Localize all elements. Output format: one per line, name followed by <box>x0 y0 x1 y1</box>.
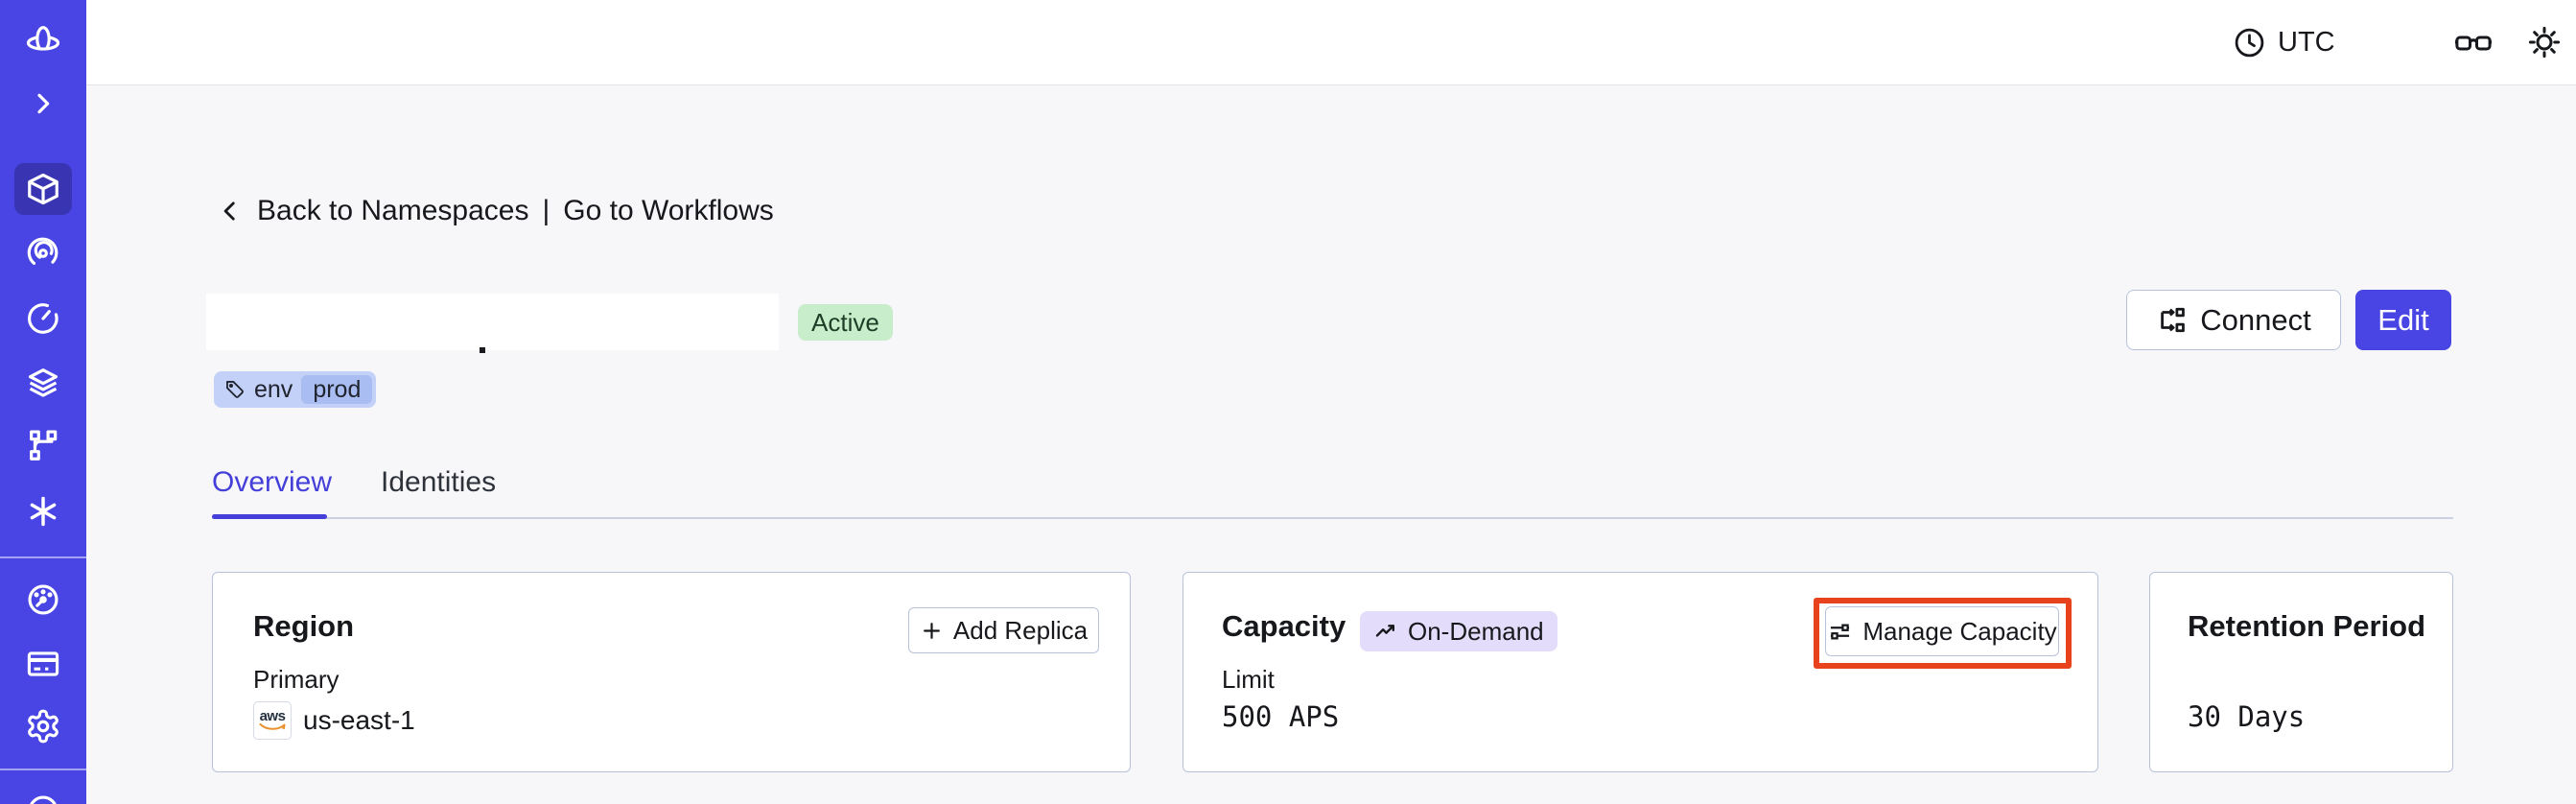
annotation-highlight-box <box>1814 598 2072 669</box>
sidebar-item-pipeline-branch-icon[interactable] <box>25 427 61 463</box>
sidebar-item-nexus-asterisk-icon[interactable] <box>25 493 61 530</box>
sidebar-item-workflows-swirl-icon[interactable] <box>25 235 61 272</box>
sliders-icon <box>1827 619 1853 645</box>
tabs-hairline <box>212 517 2453 519</box>
sidebar-item-settings-gear-icon[interactable] <box>25 708 61 745</box>
sidebar <box>0 0 86 804</box>
tab-overview[interactable]: Overview <box>212 466 333 498</box>
timezone-selector[interactable]: UTC <box>2233 23 2335 61</box>
sun-icon[interactable] <box>2526 24 2561 59</box>
tag-icon <box>224 379 246 400</box>
glasses-icon[interactable] <box>2455 29 2492 63</box>
aws-logo-text: aws <box>259 707 286 724</box>
sidebar-item-namespaces[interactable] <box>25 171 61 207</box>
region-card: Region Add Replica Primary aws us-east-1 <box>212 572 1131 772</box>
region-value: us-east-1 <box>303 705 415 735</box>
connect-button[interactable]: Connect <box>2126 290 2341 350</box>
region-primary-label: Primary <box>253 665 340 694</box>
add-replica-label: Add Replica <box>952 615 1089 645</box>
tag-value: prod <box>301 375 373 404</box>
sidebar-item-layers-icon[interactable] <box>25 365 61 401</box>
breadcrumb-separator: | <box>542 195 550 226</box>
capacity-card: Capacity On-Demand Manage Capacity <box>1183 572 2098 772</box>
add-replica-button[interactable]: Add Replica <box>908 607 1099 653</box>
status-badge: Active <box>798 304 893 341</box>
retention-card-title: Retention Period <box>2188 609 2426 643</box>
plus-icon <box>920 619 944 643</box>
on-demand-badge-label: On-Demand <box>1408 616 1544 646</box>
sidebar-divider <box>0 556 86 558</box>
retention-value: 30 Days <box>2188 700 2306 733</box>
connect-icon <box>2156 304 2188 336</box>
tag-key: env <box>254 375 293 403</box>
edit-button[interactable]: Edit <box>2355 290 2451 350</box>
tab-identities[interactable]: Identities <box>381 466 497 498</box>
namespace-tag: env prod <box>214 371 377 408</box>
namespace-name-dot <box>480 347 485 353</box>
connect-button-label: Connect <box>2200 302 2311 337</box>
capacity-card-title: Capacity <box>1222 609 1347 643</box>
sidebar-item-usage-gauge-icon[interactable] <box>25 581 61 618</box>
capacity-value: 500 APS <box>1222 700 1340 733</box>
sidebar-item-schedules-timer-icon[interactable] <box>25 300 61 337</box>
capacity-limit-label: Limit <box>1222 665 1275 694</box>
trending-up-icon <box>1373 619 1399 645</box>
retention-card: Retention Period 30 Days <box>2149 572 2453 772</box>
breadcrumb-workflows-link[interactable]: Go to Workflows <box>563 195 774 226</box>
breadcrumb: Back to Namespaces | Go to Workflows <box>217 195 774 227</box>
topbar: UTC <box>86 0 2576 85</box>
aws-provider-icon: aws <box>253 701 292 740</box>
expand-chevron-icon[interactable] <box>25 85 61 122</box>
namespace-name-redaction <box>206 294 779 350</box>
sidebar-divider <box>0 769 86 770</box>
active-tab-underline <box>212 514 327 519</box>
edit-button-label: Edit <box>2377 302 2429 337</box>
back-chevron-icon[interactable] <box>217 198 244 225</box>
region-card-title: Region <box>253 609 355 643</box>
manage-capacity-label: Manage Capacity <box>1862 616 2057 646</box>
timezone-label: UTC <box>2278 26 2335 58</box>
manage-capacity-button[interactable]: Manage Capacity <box>1825 606 2059 656</box>
sidebar-item-partial-circle-icon[interactable] <box>25 792 61 804</box>
temporal-logo[interactable] <box>25 23 61 59</box>
breadcrumb-back-link[interactable]: Back to Namespaces <box>257 195 529 226</box>
sidebar-item-billing-card-icon[interactable] <box>25 646 61 682</box>
on-demand-badge: On-Demand <box>1360 611 1557 651</box>
clock-icon <box>2233 26 2266 59</box>
